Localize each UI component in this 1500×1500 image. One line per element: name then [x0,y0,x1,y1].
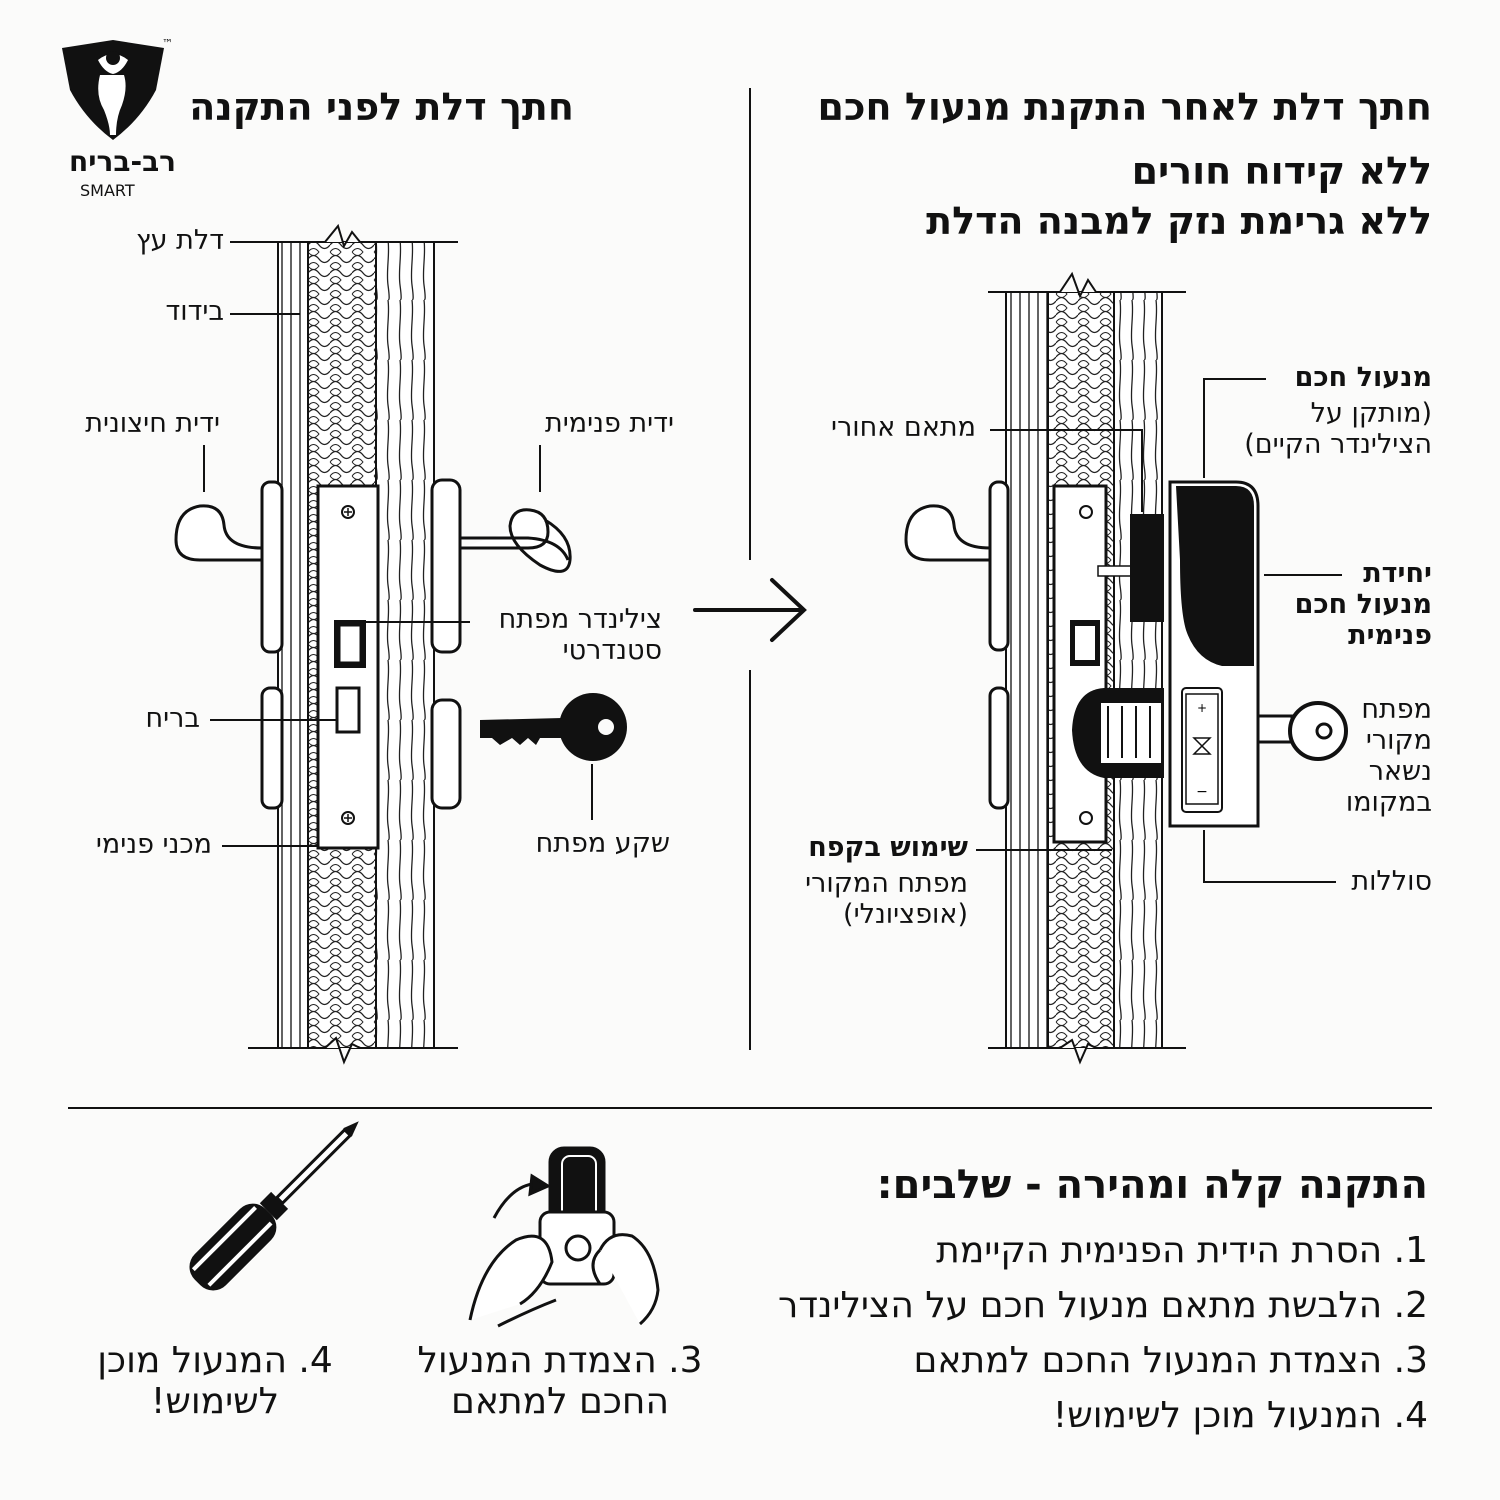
cylinder-housing [1072,688,1164,778]
brand-logo [62,40,164,140]
label-original-key: מפתח מקורי נשאר במקומו [1345,694,1432,819]
label-smart-lock: מנעול חכם [1294,362,1432,393]
steps-heading: התקנה קלה ומהירה - שלבים: [876,1162,1428,1208]
original-key-icon [1256,701,1348,761]
key-icon [480,693,627,761]
caption-ready: 4. המנעול מוכן לשימוש! [97,1340,333,1423]
leader-lines-left [203,241,593,847]
label-smart-lock-note: (מותקן על הצילינדר הקיים) [1244,398,1432,461]
after-subtitle-no-drilling: ללא קידוח חורים [1131,149,1432,193]
step-3: 3. הצמדת המנעול החכם למתאם [913,1340,1428,1381]
label-key-use: שימוש בקפח [808,832,968,863]
step-2: 2. הלבשת מתאם מנעול חכם על הצילינדר [778,1285,1428,1326]
label-insulation: בידוד [165,296,224,327]
back-adapter [1130,514,1164,622]
after-title: חתך דלת לאחר התקנת מנעול חכם [817,85,1432,129]
label-back-adapter: מתאם אחורי [831,412,976,443]
attach-lock-icon [468,1146,660,1328]
smart-lock-unit: + − [1168,480,1260,828]
label-cylinder: צילינדר מפתח סטנדרטי [498,604,662,667]
before-after-arrow [693,578,807,642]
brand-sub: SMART [80,181,135,200]
after-subtitle-no-damage: ללא גרימת נזק למבנה הדלת [926,199,1432,243]
outer-handle-after [904,480,1010,810]
step-1: 1. הסרת הידית הפנימית הקיימת [936,1230,1428,1271]
label-key-use-note: מפתח המקורי (אופציונלי) [805,868,968,931]
svg-text:+: + [1197,701,1207,715]
label-bolt: בריח [145,703,200,734]
before-title: חתך דלת לפני התקנה [189,85,574,129]
inner-handle [430,478,572,810]
mortise-lock-body [316,484,380,850]
mortise-lock-body-after [1052,484,1139,844]
step-4: 4. המנעול מוכן לשימוש! [1052,1395,1428,1436]
brand-name: רב-בריח [69,145,176,178]
screwdriver-icon [189,1121,359,1291]
label-inner-unit: יחידת מנעול חכם פנימית [1294,558,1432,652]
label-outer-handle: ידית חיצונית [85,408,220,439]
caption-attach: 3. הצמדת המנעול החכם למתאם [417,1340,703,1423]
leader-lines-right [976,378,1342,883]
brand-trademark: ™ [162,37,173,50]
label-inner-mechanism: מכני פנימי [95,829,212,860]
outer-handle [174,480,284,810]
label-key-slot: שקע מפתח [535,828,670,859]
label-wood-door: דלת עץ [136,225,224,256]
svg-text:−: − [1196,784,1208,800]
label-batteries: סוללות [1351,866,1432,897]
label-inner-handle: ידית פנימית [545,408,674,439]
